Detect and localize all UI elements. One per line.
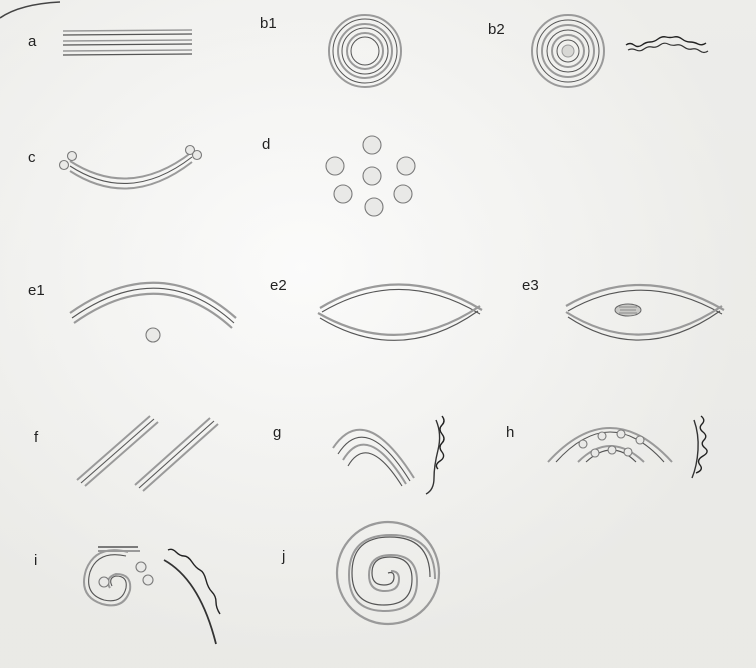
motif-b2-concentric-circles <box>532 15 604 87</box>
motif-h-wavy-edge <box>692 416 707 478</box>
motif-i-curved-band <box>164 549 220 644</box>
motif-i-spiral <box>84 547 153 605</box>
motif-e3-lens <box>566 285 724 340</box>
motif-e1-arc <box>70 283 236 342</box>
motif-b2-wavy-line <box>626 37 708 53</box>
motif-e2-lens <box>318 284 482 340</box>
motif-c-arc <box>60 146 202 189</box>
motif-j-spiral <box>337 522 439 624</box>
motif-d-dot-rosette <box>326 136 415 216</box>
motif-f-diagonal-lines <box>77 416 218 491</box>
motif-a-parallel-lines <box>63 30 192 55</box>
motif-b1-concentric-circles <box>329 15 401 87</box>
motif-h-half-circles <box>548 428 672 462</box>
motif-g-wavy-edge <box>426 416 444 494</box>
motif-g-nested-arcs <box>333 430 414 486</box>
